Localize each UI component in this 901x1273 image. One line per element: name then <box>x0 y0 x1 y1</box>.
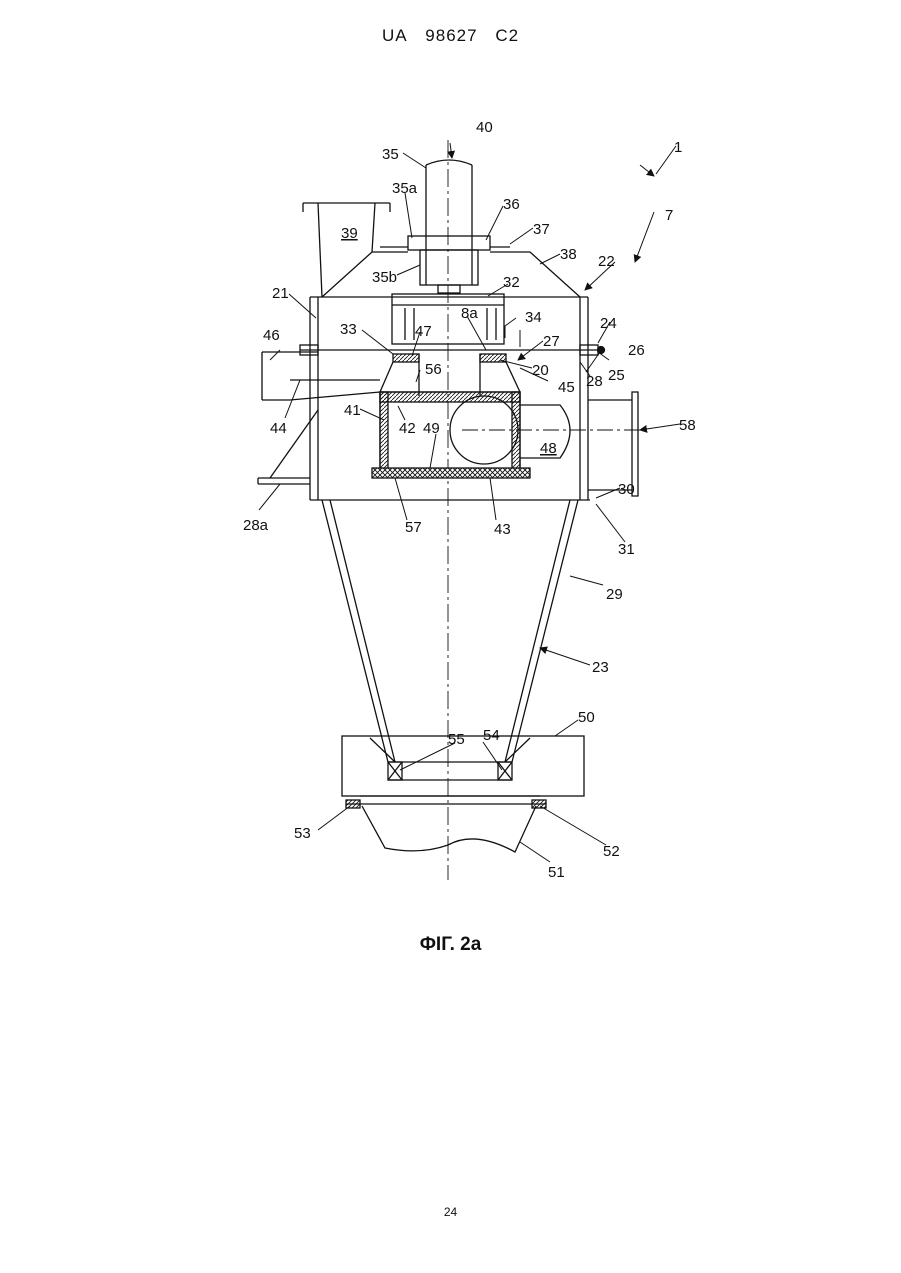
figure-caption: ФІГ. 2a <box>0 934 901 956</box>
label-24: 24 <box>600 315 617 332</box>
label-57: 57 <box>405 519 422 536</box>
label-25: 25 <box>608 367 625 384</box>
label-36: 36 <box>503 196 520 213</box>
label-1: 1 <box>674 139 682 156</box>
label-55: 55 <box>448 731 465 748</box>
label-31: 31 <box>618 541 635 558</box>
label-58: 58 <box>679 417 696 434</box>
label-33: 33 <box>340 321 357 338</box>
collection-bag <box>362 806 536 852</box>
label-23: 23 <box>592 659 609 676</box>
label-35a: 35a <box>392 180 418 197</box>
label-40: 40 <box>476 119 493 136</box>
label-32: 32 <box>503 274 520 291</box>
label-51: 51 <box>548 864 565 881</box>
label-28a: 28a <box>243 517 269 534</box>
label-20: 20 <box>532 362 549 379</box>
label-37: 37 <box>533 221 550 238</box>
label-7: 7 <box>665 207 673 224</box>
label-22: 22 <box>598 253 615 270</box>
label-44: 44 <box>270 420 287 437</box>
label-41: 41 <box>344 402 361 419</box>
label-49: 49 <box>423 420 440 437</box>
label-30: 30 <box>618 481 635 498</box>
label-46: 46 <box>263 327 280 344</box>
label-48: 48 <box>540 440 557 457</box>
housing-roof <box>322 252 580 297</box>
label-34: 34 <box>525 309 542 326</box>
label-54: 54 <box>483 727 500 744</box>
label-45: 45 <box>558 379 575 396</box>
label-38: 38 <box>560 246 577 263</box>
page-number: 24 <box>0 1205 901 1219</box>
label-42: 42 <box>399 420 416 437</box>
label-27: 27 <box>543 333 560 350</box>
label-35b: 35b <box>372 269 397 286</box>
label-50: 50 <box>578 709 595 726</box>
label-21: 21 <box>272 285 289 302</box>
label-56: 56 <box>425 361 442 378</box>
label-53: 53 <box>294 825 311 842</box>
shaft <box>426 160 472 285</box>
label-47: 47 <box>415 323 432 340</box>
label-29: 29 <box>606 586 623 603</box>
inlet-pipe <box>262 352 380 400</box>
label-39: 39 <box>341 225 358 242</box>
label-28: 28 <box>586 373 603 390</box>
label-52: 52 <box>603 843 620 860</box>
label-8a: 8a <box>461 305 478 322</box>
label-43: 43 <box>494 521 511 538</box>
lower-cone <box>322 500 578 762</box>
label-35: 35 <box>382 146 399 163</box>
label-26: 26 <box>628 342 645 359</box>
